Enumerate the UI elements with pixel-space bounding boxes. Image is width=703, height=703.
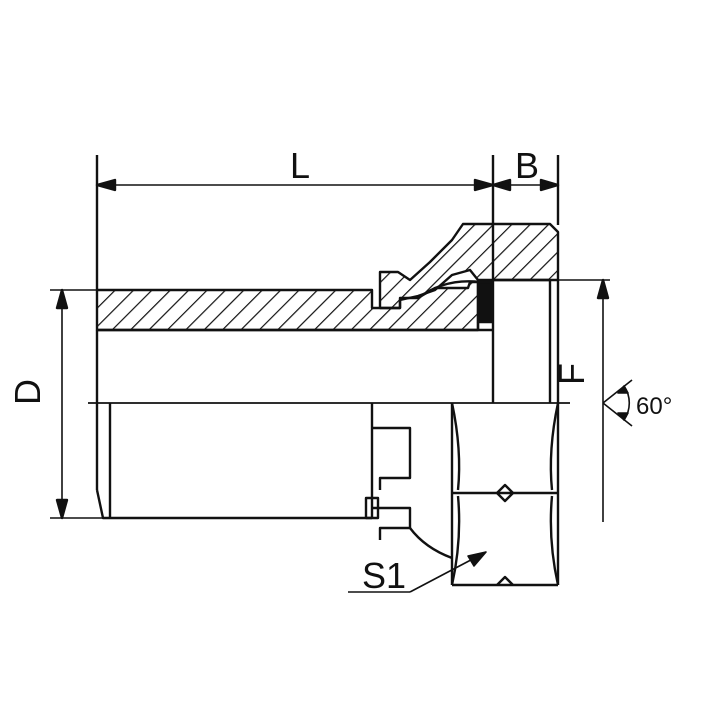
cone-angle-mark <box>602 379 633 427</box>
dimension-d <box>50 288 110 520</box>
length-label: L <box>290 145 310 186</box>
angle-label: 60° <box>636 393 672 420</box>
dimension-f <box>558 278 610 522</box>
dimension-l <box>95 155 495 290</box>
thread-label: F <box>551 363 592 385</box>
body-outside <box>95 330 453 560</box>
hex-leader <box>348 551 487 593</box>
nut-width-label: B <box>515 145 539 186</box>
nut-section <box>378 222 560 403</box>
hex-label: S1 <box>362 555 406 596</box>
hex-nut-outside <box>450 402 560 587</box>
diameter-label: D <box>7 379 48 405</box>
dimension-b <box>491 155 560 225</box>
